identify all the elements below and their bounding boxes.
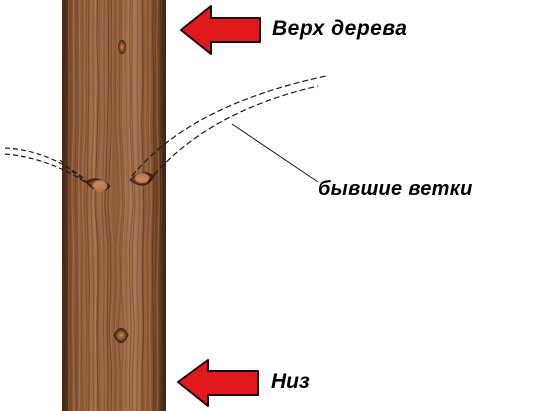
arrow-left-icon — [180, 5, 261, 55]
wood-grain-line — [65, 0, 69, 411]
wood-grain-line — [104, 0, 110, 411]
wood-grain-line — [107, 0, 113, 411]
wood-grain-line — [151, 0, 155, 411]
wood-grain-line — [92, 0, 97, 411]
wood-grain-line — [76, 0, 79, 411]
wood-grain-line — [102, 0, 108, 411]
wood-grain-line — [88, 0, 93, 411]
wood-grain-line — [138, 0, 143, 411]
wood-grain-line — [114, 0, 122, 411]
wood-grain-line — [131, 0, 136, 411]
former-branch-right-outline — [131, 75, 327, 183]
wood-grain-line — [63, 0, 66, 411]
wood-grain-line — [94, 0, 99, 411]
wood-grain-line — [79, 0, 84, 411]
wood-grain-line — [142, 0, 146, 411]
wood-grain-line — [134, 0, 138, 411]
label-former-branches: бывшие ветки — [318, 178, 473, 200]
wood-grain-line — [148, 0, 152, 411]
wood-grain-line — [124, 0, 130, 411]
wood-grain-line — [157, 0, 162, 411]
former-branch-left-outline — [4, 147, 95, 189]
branches-leader-line — [231, 123, 319, 183]
wood-grain-line — [71, 0, 75, 411]
wood-grain-line — [113, 0, 120, 411]
knot-left-branch — [85, 178, 111, 192]
wood-grain-line — [90, 0, 95, 411]
wood-grain-line — [74, 0, 77, 411]
label-tree-top: Верх дерева — [272, 17, 408, 40]
wood-grain-line — [154, 0, 157, 411]
wood-grain-line — [86, 0, 90, 411]
wood-grain-line — [109, 0, 114, 411]
knot-top — [118, 40, 126, 54]
wood-grain-line — [122, 0, 127, 411]
knot-bottom — [113, 328, 129, 343]
wood-grain-line — [101, 0, 106, 411]
wood-grain-line — [99, 0, 104, 411]
wood-grain-line — [95, 0, 101, 411]
wood-grain-line — [144, 0, 149, 411]
wood-grain-line — [120, 0, 126, 411]
wood-grain-line — [69, 0, 73, 411]
wood-grain-line — [141, 0, 145, 411]
wood-grain-line — [160, 0, 163, 411]
wood-grain-line — [81, 0, 86, 411]
wood-grain-line — [84, 0, 88, 411]
wood-grain-line — [162, 0, 165, 411]
wood-grain-line — [117, 0, 124, 411]
wood-grain-line — [156, 0, 160, 411]
wooden-plank — [62, 0, 166, 411]
wood-grain-line — [77, 0, 81, 411]
wood-grain-line — [67, 0, 70, 411]
wood-grain-line — [128, 0, 134, 411]
label-bottom: Низ — [271, 370, 310, 393]
wood-grain-line — [136, 0, 141, 411]
wood-grain-line — [127, 0, 132, 411]
arrow-left-icon — [177, 359, 259, 407]
wood-grain-line — [146, 0, 150, 411]
